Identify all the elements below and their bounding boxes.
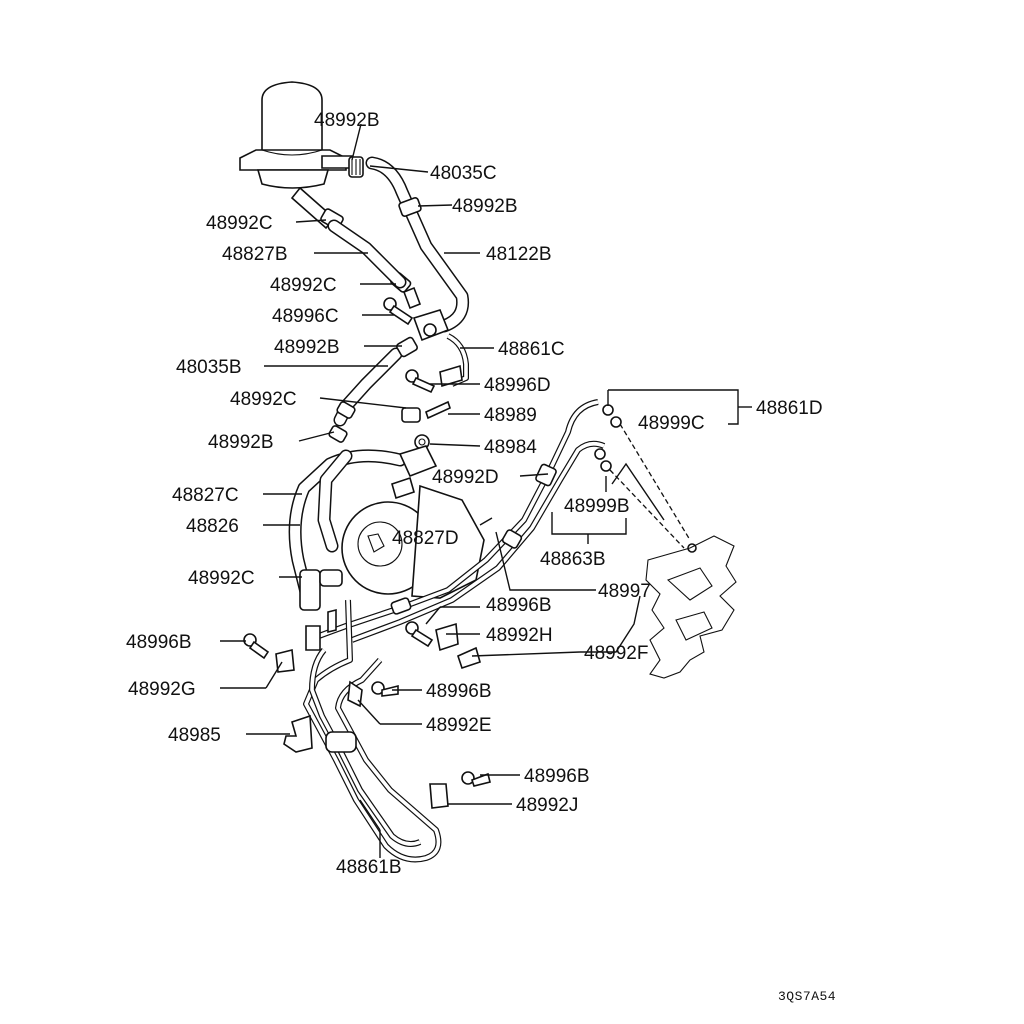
part-label: 48989 (484, 405, 537, 426)
o-ring-icon (594, 448, 606, 460)
part-label: 48992E (426, 715, 492, 736)
part-label: 48999C (638, 413, 705, 434)
part-label: 48992C (230, 389, 297, 410)
part-label: 48992J (516, 795, 578, 816)
o-ring-icon (602, 404, 614, 416)
part-label: 48992H (486, 625, 553, 646)
part-label: 48992F (584, 643, 648, 664)
hose-clamp-icon (299, 569, 321, 611)
part-label: 48035C (430, 163, 497, 184)
bolt-icon (405, 369, 436, 394)
part-label: 48999B (564, 496, 630, 517)
part-label: 48861B (336, 857, 402, 878)
fittings (328, 400, 451, 450)
part-label: 48997 (598, 581, 651, 602)
reservoir-tank (239, 81, 353, 230)
part-label: 48992C (188, 568, 255, 589)
part-label: 48996B (524, 766, 590, 787)
diagram-code: 3QS7A54 (778, 989, 836, 1004)
part-label: 48863B (540, 549, 606, 570)
part-label: 48827C (172, 485, 239, 506)
part-label: 48992B (452, 196, 518, 217)
steering-gearbox (645, 535, 737, 679)
o-ring-icon (600, 460, 612, 472)
part-label: 48992C (206, 213, 273, 234)
part-label: 48826 (186, 516, 239, 537)
brackets (243, 608, 491, 809)
part-label: 48996D (484, 375, 551, 396)
part-label: 48992C (270, 275, 337, 296)
part-label: 48122B (486, 244, 552, 265)
part-label: 48827B (222, 244, 288, 265)
part-label: 48861C (498, 339, 565, 360)
part-label: 48827D (392, 528, 459, 549)
part-label: 48984 (484, 437, 537, 458)
o-ring-icon (610, 416, 622, 428)
part-label: 48996B (426, 681, 492, 702)
bolt-icon (383, 297, 414, 326)
part-label: 48992B (208, 432, 274, 453)
part-label: 48996C (272, 306, 339, 327)
part-label: 48985 (168, 725, 221, 746)
part-label: 48861D (756, 398, 823, 419)
leader-lines (220, 123, 752, 858)
part-label: 48992B (314, 110, 380, 131)
part-label: 48035B (176, 357, 242, 378)
part-label: 48992G (128, 679, 196, 700)
pipe-joint (402, 286, 450, 342)
part-label: 48996B (486, 595, 552, 616)
part-label: 48996B (126, 632, 192, 653)
part-label: 48992D (432, 467, 499, 488)
power-steering-pump (341, 445, 485, 599)
part-label: 48992B (274, 337, 340, 358)
pipe-clamp-icon (325, 731, 357, 753)
callout-labels: 48992B 48035C 48992B 48992C 48122B 48827… (126, 110, 823, 878)
